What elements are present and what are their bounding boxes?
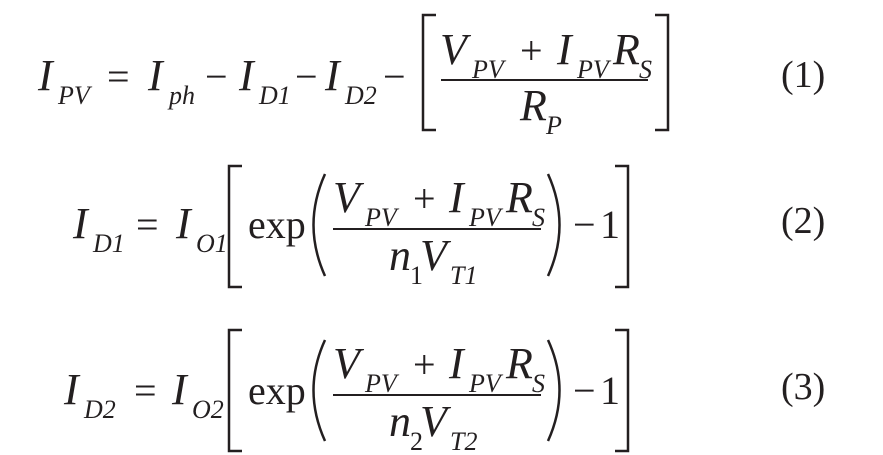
den-n-sub: 2 bbox=[410, 427, 423, 455]
exp-function: exp bbox=[248, 202, 306, 247]
num-i-base: I bbox=[556, 25, 574, 74]
num-i-base: I bbox=[448, 173, 466, 222]
minus-sign: − bbox=[383, 54, 406, 99]
den-v-sub: T2 bbox=[450, 427, 477, 455]
coef-sub: O2 bbox=[192, 395, 224, 424]
plus-sign: + bbox=[413, 176, 436, 221]
num-v-sub: PV bbox=[364, 203, 400, 232]
constant-one: 1 bbox=[600, 368, 620, 413]
lhs-sub: D2 bbox=[83, 395, 116, 424]
left-bracket bbox=[227, 164, 242, 289]
den-r-sub: P bbox=[545, 111, 562, 140]
equation-number: (1) bbox=[781, 54, 826, 96]
right-bracket bbox=[615, 164, 630, 289]
equals-sign: = bbox=[134, 368, 157, 413]
minus-sign: − bbox=[295, 54, 318, 99]
den-r-base: R bbox=[519, 81, 547, 130]
term-d1-sub: D1 bbox=[258, 81, 291, 110]
den-n-base: n bbox=[389, 231, 411, 280]
coef-sub: O1 bbox=[196, 229, 228, 258]
equals-sign: = bbox=[107, 54, 130, 99]
left-bracket bbox=[421, 13, 436, 132]
num-v-base: V bbox=[333, 339, 365, 388]
den-v-base: V bbox=[420, 231, 452, 280]
plus-sign: + bbox=[520, 28, 543, 73]
num-r-base: R bbox=[505, 339, 533, 388]
left-paren bbox=[312, 339, 327, 442]
lhs-base: I bbox=[37, 51, 55, 100]
equals-sign: = bbox=[136, 202, 159, 247]
minus-sign: − bbox=[573, 368, 596, 413]
minus-sign: − bbox=[573, 202, 596, 247]
lhs-base: I bbox=[63, 365, 81, 414]
right-paren bbox=[546, 173, 561, 277]
den-n-base: n bbox=[389, 397, 411, 446]
exp-function: exp bbox=[248, 368, 306, 413]
plus-sign: + bbox=[413, 342, 436, 387]
term-d2-sub: D2 bbox=[344, 81, 377, 110]
equation-number: (3) bbox=[781, 366, 826, 408]
coef-base: I bbox=[175, 199, 193, 248]
num-r-base: R bbox=[505, 173, 533, 222]
num-i-base: I bbox=[448, 339, 466, 388]
coef-base: I bbox=[171, 365, 189, 414]
term-d2-base: I bbox=[324, 51, 342, 100]
right-bracket bbox=[615, 328, 630, 453]
num-i-sub: PV bbox=[468, 369, 504, 398]
left-paren bbox=[312, 173, 327, 277]
num-r-base: R bbox=[612, 25, 640, 74]
term-ph-base: I bbox=[147, 51, 165, 100]
left-bracket bbox=[227, 328, 242, 453]
lhs-sub: D1 bbox=[92, 229, 125, 258]
minus-sign: − bbox=[205, 54, 228, 99]
num-r-sub: S bbox=[532, 203, 545, 232]
num-v-sub: PV bbox=[364, 369, 400, 398]
right-bracket bbox=[655, 13, 670, 132]
term-ph-sub: ph bbox=[167, 81, 195, 110]
lhs-base: I bbox=[72, 199, 90, 248]
equation-number: (2) bbox=[781, 200, 826, 242]
num-r-sub: S bbox=[532, 369, 545, 398]
right-paren bbox=[546, 339, 561, 442]
num-i-sub: PV bbox=[468, 203, 504, 232]
den-v-sub: T1 bbox=[450, 261, 477, 290]
constant-one: 1 bbox=[600, 202, 620, 247]
num-v-base: V bbox=[333, 173, 365, 222]
lhs-sub: PV bbox=[57, 81, 93, 110]
den-n-sub: 1 bbox=[410, 261, 423, 290]
equation-1-formula: I PV = I ph − I D1 − I D2 − V PV + I bbox=[37, 13, 670, 140]
num-r-sub: S bbox=[639, 55, 652, 84]
term-d1-base: I bbox=[238, 51, 256, 100]
den-v-base: V bbox=[420, 397, 452, 446]
num-v-base: V bbox=[440, 25, 472, 74]
